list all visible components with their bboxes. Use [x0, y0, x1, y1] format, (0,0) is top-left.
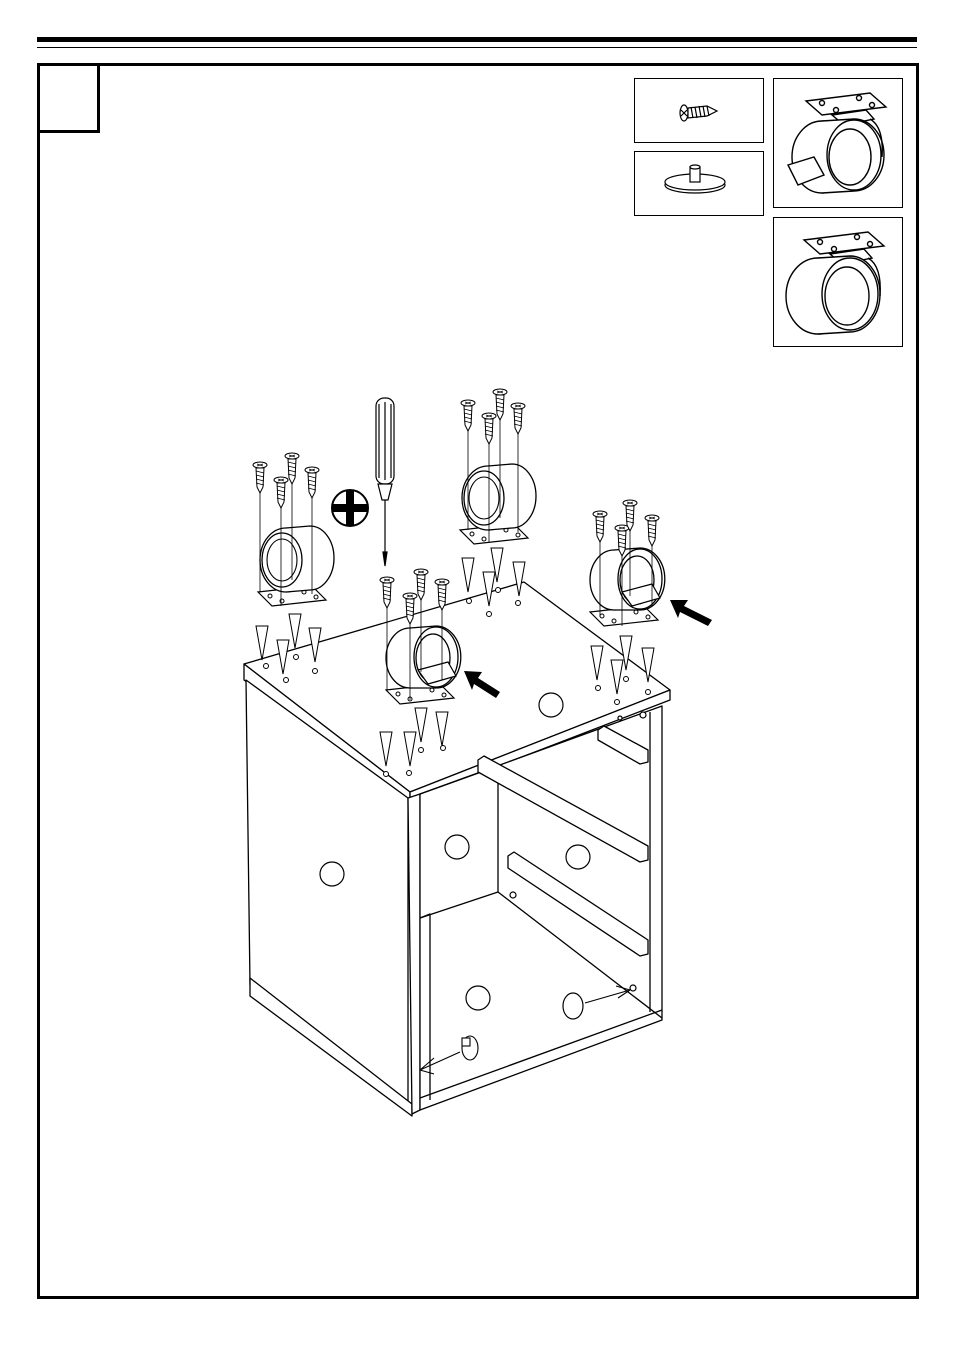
caster-back-right [460, 464, 536, 544]
caster-back-left [258, 526, 334, 606]
phillips-symbol-icon [332, 490, 368, 526]
phillips-screwdriver-icon [376, 398, 394, 566]
caster-front-right [590, 548, 665, 626]
